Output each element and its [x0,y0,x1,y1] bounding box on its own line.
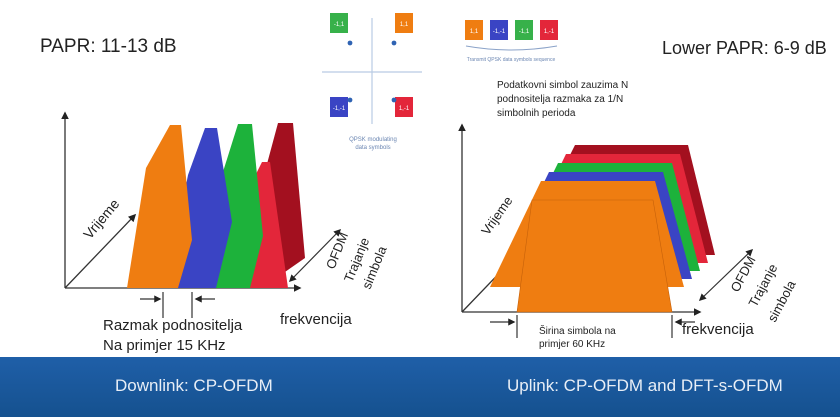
qpsk-box-1 [330,13,348,33]
left-duration-label: OFDM Trajanje simbola [323,230,390,291]
seq-label-4: 1,-1 [544,29,555,35]
wide-symbol-front [516,199,673,313]
downlink-label: Downlink: CP-OFDM [115,376,273,395]
right-subcarrier-shapes [490,145,715,313]
qpsk-label-3: -1,-1 [333,106,346,112]
right-duration-label: OFDM Trajanje simbola [727,254,799,325]
right-frequency-label: frekvencija [682,321,754,338]
qpsk-label-1: -1,1 [334,22,345,28]
left-spacing-marker [140,292,215,318]
seq-label-2: -1,-1 [493,29,506,35]
qpsk-box-4 [395,97,413,117]
right-width-line-2: primjer 60 KHz [539,339,606,350]
right-width-line-1: Širina simbola na [539,326,616,337]
right-papr-title: Lower PAPR: 6-9 dB [662,38,827,58]
qpsk-label-2: 1,1 [400,22,409,28]
subcarrier-1 [127,125,192,288]
left-spacing-line-1: Razmak podnositelja [103,317,243,334]
qpsk-box-2 [395,13,413,33]
right-note-line-3: simbolnih perioda [497,108,576,119]
qpsk-label-4: 1,-1 [399,106,410,112]
seq-label-1: 1,1 [470,29,479,35]
right-width-marker [490,315,695,338]
right-width-label: Širina simbola na primjer 60 KHz [539,325,616,351]
right-duration-arrows [698,249,754,301]
left-spacing-line-2: Na primjer 15 KHz [103,337,226,354]
seq-label-3: -1,1 [519,29,530,35]
left-spacing-label: Razmak podnositelja Na primjer 15 KHz [103,316,242,356]
qpsk-box-3 [330,97,348,117]
right-time-axis-label: Vrijeme [478,193,515,237]
left-frequency-label: frekvencija [280,311,352,328]
qpsk-sequence: 1,1 -1,-1 -1,1 1,-1 Transmit QPSK data s… [465,20,558,63]
right-note-line-2: podnositelja razmaka za 1/N [497,94,624,105]
qpsk-constellation: -1,1 1,1 -1,-1 1,-1 QPSK modulating data… [322,13,422,151]
left-duration-arrows [288,228,342,283]
left-subcarrier-shapes [127,123,305,288]
qpsk-caption-1: QPSK modulating [349,137,397,143]
left-papr-title: PAPR: 11-13 dB [40,36,177,57]
bottom-banner: Downlink: CP-OFDM Uplink: CP-OFDM and DF… [0,357,840,417]
diagram-canvas: -1,1 1,1 -1,-1 1,-1 QPSK modulating data… [61,13,799,338]
right-note: Podatkovni simbol zauzima N podnositelja… [497,79,628,121]
uplink-label: Uplink: CP-OFDM and DFT-s-OFDM [507,376,783,395]
qpsk-caption-2: data symbols [355,145,390,151]
right-note-line-1: Podatkovni simbol zauzima N [497,80,629,91]
seq-caption: Transmit QPSK data symbols sequence [467,57,556,63]
